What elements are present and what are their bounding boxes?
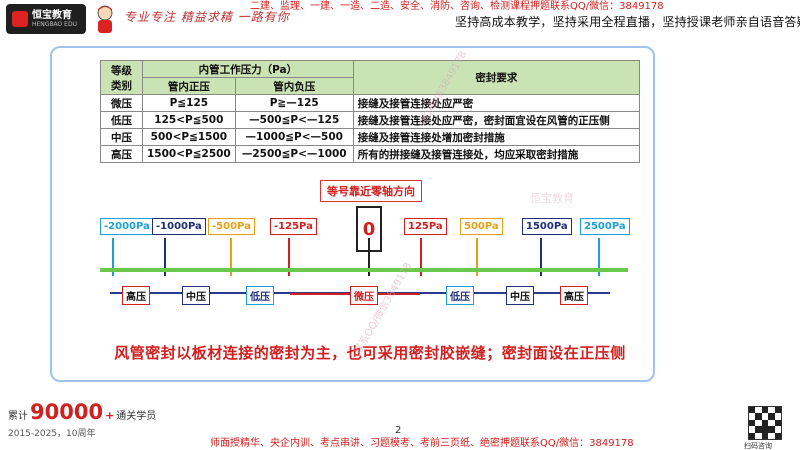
watermark: 恒宝教育	[530, 192, 574, 205]
direction-label: 等号靠近零轴方向	[320, 180, 422, 202]
pressure-tag: -2000Pa	[100, 218, 154, 235]
header-requirement: 密封要求	[352, 60, 641, 95]
top-promo-line1: 二建、监理、一建、一造、二造、安全、消防、咨询、检测课程押题联系QQ/微信：38…	[250, 1, 664, 12]
zone-tag: 中压	[506, 286, 534, 305]
stats-block: 累计 90000 + 通关学员 2015-2025，10周年	[8, 400, 156, 439]
table-subheader-row: 管内正压 管内负压	[101, 77, 640, 95]
seal-requirement-table: 等级类别 内管工作压力（Pa） 密封要求 管内正压 管内负压 微压 P≦125 …	[100, 60, 641, 163]
years-label: 2015-2025，10周年	[8, 429, 96, 439]
tick-line	[476, 238, 478, 276]
zone-tag: 微压	[350, 286, 378, 305]
tick-line	[112, 238, 114, 276]
brand-name: 恒宝教育	[32, 10, 72, 21]
qr-code-icon	[748, 406, 782, 440]
tick-line	[230, 238, 232, 276]
conclusion-text: 风管密封以板材连接的密封为主，也可采用密封胶嵌缝；密封面设在正压侧	[114, 344, 626, 362]
header-pressure: 内管工作压力（Pa）	[142, 60, 354, 78]
zone-tag: 低压	[446, 286, 474, 305]
pressure-tag: 125Pa	[404, 218, 447, 235]
header-negative: 管内负压	[234, 77, 354, 95]
tagline: 坚持高成本教学，坚持采用全程直播，坚持授课老师亲自语音答疑	[455, 15, 800, 29]
tick-line	[288, 238, 290, 276]
slogan-handwriting: 专业专注 精益求精 一路有你	[124, 10, 290, 24]
pressure-tag: -125Pa	[270, 218, 317, 235]
zero-axis-line	[100, 268, 628, 272]
zone-tag: 低压	[246, 286, 274, 305]
stat-prefix: 累计	[8, 411, 28, 422]
pressure-tag: -1000Pa	[152, 218, 206, 235]
pressure-tag: -500Pa	[208, 218, 255, 235]
zone-tag: 高压	[122, 286, 150, 305]
table-header-row: 等级类别 内管工作压力（Pa） 密封要求	[100, 60, 641, 95]
header-positive: 管内正压	[142, 77, 236, 95]
zone-tag: 高压	[560, 286, 588, 305]
table-row: 中压 500<P≦1500 —1000≦P<—500 接缝及接管连接处增加密封措…	[100, 128, 641, 146]
tick-line	[420, 238, 422, 276]
pressure-tag: 2500Pa	[580, 218, 630, 235]
tick-line	[368, 238, 370, 276]
mascot-icon	[97, 5, 113, 33]
tick-line	[598, 238, 600, 276]
brand-mark-icon	[12, 11, 28, 27]
table-row: 高压 1500<P≦2500 —2500≦P<—1000 所有的拼接缝及接管连接…	[100, 145, 641, 163]
stat-plus: +	[105, 409, 115, 422]
zone-tag: 中压	[182, 286, 210, 305]
table-row: 微压 P≦125 P≧—125 接缝及接管连接处应严密	[100, 94, 641, 112]
pressure-tag: 1500Pa	[522, 218, 572, 235]
pressure-tag: 500Pa	[460, 218, 503, 235]
top-promo: 二建、监理、一建、一造、二造、安全、消防、咨询、检测课程押题联系QQ/微信：38…	[250, 0, 664, 14]
bottom-promo: 师面授精华、央企内训、考点串讲、习题模考、考前三页纸、绝密押题联系QQ/微信：3…	[210, 438, 634, 449]
stat-suffix: 通关学员	[116, 411, 157, 422]
brand-logo: 恒宝教育 HENGBAO EDU	[6, 4, 86, 34]
table-row: 低压 125<P≦500 —500≦P<—125 接缝及接管连接处应严密，密封面…	[100, 111, 641, 129]
brand-subtitle: HENGBAO EDU	[32, 21, 77, 28]
header-grade: 等级类别	[100, 60, 143, 95]
pressure-axis-diagram: 等号靠近零轴方向 0 -2000Pa -1000Pa -500Pa -125Pa…	[100, 170, 640, 330]
page-number: 2	[395, 425, 402, 436]
tick-line	[540, 238, 542, 276]
qr-label: 扫码咨询	[744, 442, 772, 450]
stat-value: 90000	[30, 400, 104, 424]
tick-line	[164, 238, 166, 276]
